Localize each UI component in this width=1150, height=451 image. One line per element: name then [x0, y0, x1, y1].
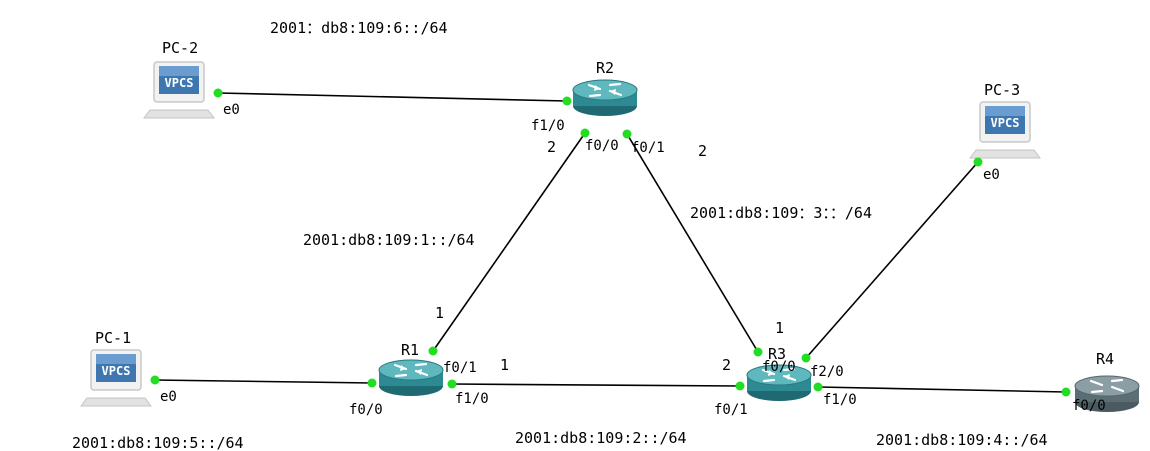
port-dot-r2-f0-1 [622, 129, 632, 139]
port-label-r1-f0-0: f0/0 [349, 402, 383, 418]
router-r4[interactable]: R4 [1073, 350, 1141, 414]
pc-screen-label: VPCS [102, 364, 131, 378]
device-name-r2: R2 [596, 59, 614, 77]
pc-1[interactable]: VPCS PC-1 [80, 329, 152, 407]
subnet-label-pc2-r2: 2001：db8:109:6::/64 [270, 19, 448, 37]
host-id-r2-on-r3-link: 2 [698, 142, 707, 160]
port-label-r1-f0-1: f0/1 [443, 360, 477, 376]
pc-screen-label: VPCS [165, 76, 194, 90]
host-id-r3-on-r1-link: 2 [722, 356, 731, 374]
subnet-labels: 2001：db8:109:6::/64 2001:db8:109:1::/64 … [72, 19, 1048, 451]
port-dot-pc1-e0 [150, 375, 160, 385]
host-ids: 2 2 1 1 1 2 [435, 138, 784, 374]
link-r1-r2[interactable] [432, 132, 586, 352]
port-dot-r1-f0-0 [367, 378, 377, 388]
subnet-label-r2-r3: 2001:db8:109：3：：/64 [690, 204, 872, 222]
port-label-r3-f1-0: f1/0 [823, 392, 857, 408]
host-id-r1-on-r3-link: 1 [500, 356, 509, 374]
port-dot-r2-f0-0 [580, 128, 590, 138]
port-labels: e0 f1/0 f0/0 f0/1 e0 f0/1 f0/0 f1/0 e0 f… [160, 102, 1106, 418]
port-dot-pc3-e0 [973, 157, 983, 167]
router-r3[interactable]: R3 [745, 345, 813, 403]
port-label-r4-f0-0: f0/0 [1072, 398, 1106, 414]
device-name-pc-2: PC-2 [162, 39, 198, 57]
link-r3-r4[interactable] [817, 386, 1067, 393]
device-name-r3: R3 [768, 345, 786, 363]
router-r2[interactable]: R2 [571, 59, 639, 118]
device-name-pc-3: PC-3 [984, 81, 1020, 99]
vpcs-pc-icon[interactable] [80, 349, 152, 407]
subnet-label-r1-r3: 2001:db8:109:2::/64 [515, 429, 687, 447]
link-r1-r3[interactable] [451, 383, 741, 387]
port-dot-r1-f0-1 [428, 346, 438, 356]
link-pc1-r1[interactable] [154, 379, 373, 384]
host-id-r1-on-r2-link: 1 [435, 304, 444, 322]
pc-screen-label: VPCS [991, 116, 1020, 130]
port-label-r1-f1-0: f1/0 [455, 391, 489, 407]
subnet-label-r3-r4: 2001:db8:109:4::/64 [876, 431, 1048, 449]
port-label-pc1-e0: e0 [160, 389, 177, 405]
link-r2-r3[interactable] [626, 133, 759, 353]
links [154, 92, 1067, 393]
port-dot-r3-f0-0 [753, 347, 763, 357]
port-label-r2-f1-0: f1/0 [531, 118, 565, 134]
router-icon[interactable] [571, 78, 639, 118]
pc-2[interactable]: VPCS PC-2 [143, 39, 215, 119]
vpcs-pc-icon[interactable] [143, 61, 215, 119]
vpcs-pc-icon[interactable] [969, 101, 1041, 159]
port-status-dots [150, 88, 1071, 397]
port-label-pc3-e0: e0 [983, 167, 1000, 183]
port-dot-r3-f2-0 [801, 353, 811, 363]
link-pc2-r2[interactable] [217, 92, 568, 102]
host-id-r3-on-r2-link: 1 [775, 319, 784, 337]
port-label-r3-f0-1: f0/1 [714, 402, 748, 418]
port-dot-pc2-e0 [213, 88, 223, 98]
port-label-r3-f2-0: f2/0 [810, 364, 844, 380]
port-dot-r1-f1-0 [447, 379, 457, 389]
port-label-r3-f0-0: f0/0 [762, 359, 796, 375]
port-dot-r3-f1-0 [813, 382, 823, 392]
pc-3[interactable]: VPCS PC-3 [969, 81, 1041, 159]
device-name-pc-1: PC-1 [95, 329, 131, 347]
device-name-r4: R4 [1096, 350, 1114, 368]
port-dot-r2-f1-0 [562, 96, 572, 106]
router-icon[interactable] [377, 358, 445, 398]
port-dot-r4-f0-0 [1061, 387, 1071, 397]
port-label-r2-f0-1: f0/1 [631, 140, 665, 156]
subnet-label-pc1-r1: 2001:db8:109:5::/64 [72, 434, 244, 451]
router-r1[interactable]: R1 [377, 341, 445, 398]
subnet-label-r1-r2: 2001:db8:109:1::/64 [303, 231, 475, 249]
port-label-pc2-e0: e0 [223, 102, 240, 118]
device-name-r1: R1 [401, 341, 419, 359]
host-id-r2-on-r1-link: 2 [547, 138, 556, 156]
port-dot-r3-f0-1 [735, 381, 745, 391]
port-label-r2-f0-0: f0/0 [585, 138, 619, 154]
link-r3-pc3[interactable] [805, 161, 979, 359]
